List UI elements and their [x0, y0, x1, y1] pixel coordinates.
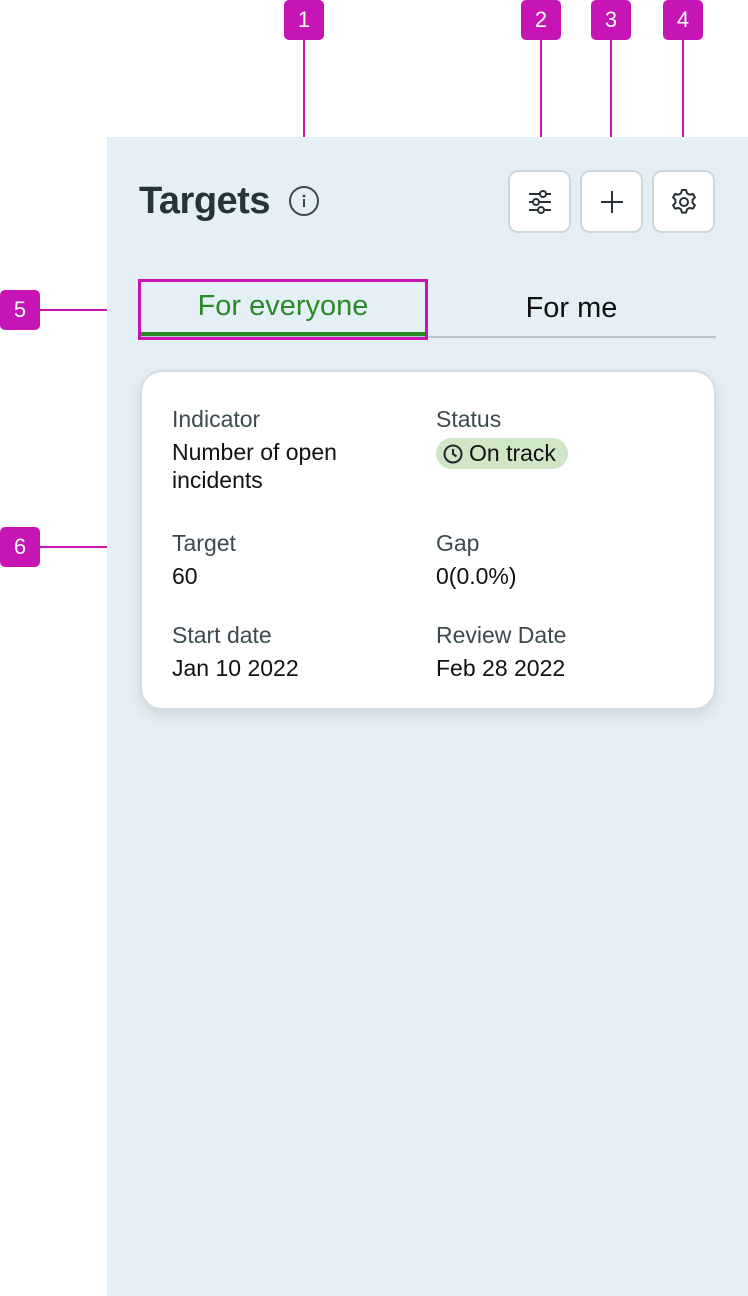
annotation-marker-1: 1 — [284, 0, 324, 40]
annotation-marker-5: 5 — [0, 290, 40, 330]
plus-icon — [600, 190, 623, 213]
gear-icon — [671, 188, 696, 214]
info-icon — [302, 194, 306, 207]
start-date-field: Start date Jan 10 2022 — [172, 620, 299, 682]
add-target-button[interactable] — [580, 170, 643, 233]
annotation-line-2 — [540, 40, 542, 158]
target-label: Target — [172, 530, 236, 556]
annotation-line-3 — [610, 40, 612, 158]
info-button[interactable] — [289, 186, 319, 216]
annotation-line-1 — [303, 40, 305, 162]
start-date-label: Start date — [172, 622, 272, 648]
target-value: 60 — [172, 563, 198, 589]
filter-button[interactable] — [508, 170, 571, 233]
annotation-marker-6: 6 — [0, 527, 40, 567]
sliders-icon — [528, 189, 551, 214]
indicator-field: Indicator Number of open incidents — [172, 404, 422, 494]
start-date-value: Jan 10 2022 — [172, 655, 299, 681]
target-card[interactable]: Indicator Number of open incidents Statu… — [140, 370, 716, 710]
review-date-value: Feb 28 2022 — [436, 655, 566, 681]
annotation-marker-4: 4 — [663, 0, 703, 40]
annotation-marker-2: 2 — [521, 0, 561, 40]
review-date-label: Review Date — [436, 622, 567, 648]
tab-for-everyone[interactable]: For everyone — [139, 281, 427, 336]
gap-field: Gap 0(0.0%) — [436, 528, 517, 590]
review-date-field: Review Date Feb 28 2022 — [436, 620, 566, 682]
gap-value: 0(0.0%) — [436, 563, 517, 589]
status-badge: On track — [436, 438, 568, 469]
target-field: Target 60 — [172, 528, 236, 590]
tab-for-me[interactable]: For me — [525, 292, 618, 324]
status-label: Status — [436, 406, 502, 432]
annotation-highlight-5 — [138, 279, 428, 340]
clock-icon — [443, 444, 463, 463]
gap-label: Gap — [436, 530, 480, 556]
annotation-line-6 — [40, 546, 129, 548]
settings-button[interactable] — [652, 170, 715, 233]
status-field: Status On track — [436, 404, 568, 470]
annotation-line-4 — [682, 40, 684, 158]
annotation-marker-3: 3 — [591, 0, 631, 40]
status-value: On track — [469, 440, 556, 466]
annotation-line-5 — [40, 309, 128, 311]
page-title: Targets — [139, 180, 270, 222]
indicator-value: Number of open incidents — [172, 439, 337, 493]
indicator-label: Indicator — [172, 406, 261, 432]
